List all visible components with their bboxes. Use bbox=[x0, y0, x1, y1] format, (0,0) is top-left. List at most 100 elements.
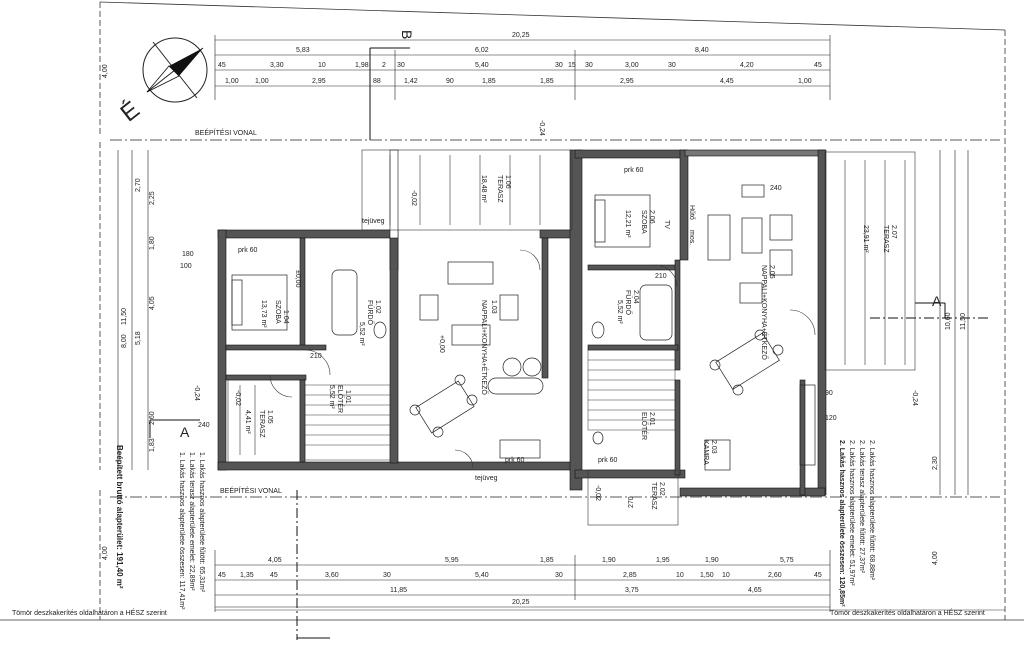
kitchen-island-left bbox=[487, 357, 544, 459]
svg-text:1,98: 1,98 bbox=[355, 62, 369, 69]
svg-text:2.07: 2.07 bbox=[890, 225, 897, 239]
dining-table-left-icon bbox=[409, 374, 478, 438]
svg-text:20,25: 20,25 bbox=[512, 32, 530, 39]
svg-text:BEÉPÍTÉSI VONAL: BEÉPÍTÉSI VONAL bbox=[220, 486, 282, 495]
kitchen-right bbox=[704, 384, 816, 471]
room-1-05: 1.05 TERASZ 4,41 m² bbox=[244, 410, 273, 438]
svg-text:5,40: 5,40 bbox=[475, 62, 489, 69]
svg-text:270: 270 bbox=[628, 496, 635, 508]
misc-labels: tejüveg tejüveg Hűtő mos. TV prk 60 prk … bbox=[180, 167, 837, 508]
room-1-06: 1.06 TERASZ 18,48 m² bbox=[480, 175, 511, 203]
svg-text:prk 60: prk 60 bbox=[598, 457, 618, 464]
svg-text:5,18: 5,18 bbox=[135, 331, 142, 345]
svg-text:1.06: 1.06 bbox=[504, 175, 511, 189]
svg-text:1. Lakás hasznos alapterülete: 1. Lakás hasznos alapterülete összesen: … bbox=[178, 452, 185, 610]
svg-text:FÜRDŐ: FÜRDŐ bbox=[624, 290, 633, 315]
room-2-07: 2.07 TERASZ 23,91 m² bbox=[862, 225, 897, 253]
svg-text:tejüveg: tejüveg bbox=[362, 218, 385, 225]
svg-text:KAMRA: KAMRA bbox=[702, 440, 709, 465]
svg-text:TERASZ: TERASZ bbox=[496, 175, 503, 203]
svg-text:20,25: 20,25 bbox=[512, 599, 530, 606]
svg-text:4,00: 4,00 bbox=[102, 546, 109, 560]
svg-text:-0,02: -0,02 bbox=[234, 390, 241, 406]
svg-text:FÜRDŐ: FÜRDŐ bbox=[366, 300, 375, 325]
svg-text:Beépített bruttó alapterület:: Beépített bruttó alapterület: 191,40 m² bbox=[115, 445, 124, 589]
svg-text:8,00: 8,00 bbox=[121, 334, 128, 348]
svg-text:30: 30 bbox=[555, 572, 563, 579]
svg-text:2: 2 bbox=[382, 62, 386, 69]
building-line-top: BEÉPÍTÉSI VONAL bbox=[110, 128, 1000, 141]
bottom-dim-row1: 4,05 5,95 1,85 1,90 1,95 1,90 5,75 bbox=[268, 557, 794, 564]
svg-text:13,73 m²: 13,73 m² bbox=[260, 300, 267, 328]
bathtub-left-icon bbox=[331, 269, 358, 336]
summary-right: 2. Lakás hasznos alapterülete fűtött: 68… bbox=[838, 440, 875, 607]
svg-text:1.04: 1.04 bbox=[282, 310, 289, 324]
svg-text:4,45: 4,45 bbox=[720, 78, 734, 85]
svg-text:Hűtő: Hűtő bbox=[688, 205, 695, 220]
svg-text:30: 30 bbox=[397, 62, 405, 69]
stairs-left bbox=[304, 384, 391, 461]
room-2-06: 2.06 SZOBA 12,21 m² bbox=[624, 210, 655, 238]
svg-text:-0,24: -0,24 bbox=[911, 390, 918, 406]
bottom-dim-row3: 11,85 3,75 4,65 bbox=[390, 587, 762, 594]
svg-text:-0,24: -0,24 bbox=[193, 385, 200, 401]
svg-text:2,70: 2,70 bbox=[135, 178, 142, 192]
svg-text:2. Lakás hasznos alapterülete: 2. Lakás hasznos alapterülete emelet: 51… bbox=[848, 440, 855, 586]
svg-text:1,85: 1,85 bbox=[540, 78, 554, 85]
svg-text:210: 210 bbox=[310, 353, 322, 360]
building-line-bottom: BEÉPÍTÉSI VONAL bbox=[110, 486, 1000, 498]
svg-text:3,75: 3,75 bbox=[625, 587, 639, 594]
terrace-right bbox=[824, 151, 916, 371]
svg-text:1,35: 1,35 bbox=[240, 572, 254, 579]
svg-text:2,95: 2,95 bbox=[312, 78, 326, 85]
bed-left-icon bbox=[231, 274, 288, 331]
svg-text:4,00: 4,00 bbox=[932, 551, 939, 565]
svg-text:prk 60: prk 60 bbox=[624, 167, 644, 174]
svg-text:2,95: 2,95 bbox=[620, 78, 634, 85]
svg-text:11,50: 11,50 bbox=[960, 313, 967, 330]
svg-text:1,95: 1,95 bbox=[656, 557, 670, 564]
bottom-dim-row4: 20,25 bbox=[512, 599, 530, 606]
svg-text:240: 240 bbox=[198, 422, 210, 429]
svg-text:1.01: 1.01 bbox=[344, 390, 351, 404]
sofa-left-icon bbox=[419, 261, 519, 346]
svg-text:90: 90 bbox=[825, 390, 833, 397]
svg-text:6,02: 6,02 bbox=[475, 47, 489, 54]
terrace-left-bottom bbox=[227, 379, 301, 463]
svg-text:10,60: 10,60 bbox=[945, 312, 952, 330]
svg-text:10: 10 bbox=[676, 572, 684, 579]
svg-text:2.06: 2.06 bbox=[648, 210, 655, 224]
door-swings bbox=[269, 249, 816, 469]
top-dim-row3: 45 3,30 10 1,98 2 30 5,40 30 15 30 3,00 … bbox=[218, 62, 822, 69]
svg-text:NAPPALI+KONYHA+ÉTKEZŐ: NAPPALI+KONYHA+ÉTKEZŐ bbox=[760, 265, 769, 360]
summary-left: 1. Lakás hasznos alapterülete fűtött: 65… bbox=[178, 452, 205, 610]
svg-text:30: 30 bbox=[555, 62, 563, 69]
svg-text:BEÉPÍTÉSI VONAL: BEÉPÍTÉSI VONAL bbox=[195, 128, 257, 137]
svg-text:2. Lakás hasznos alapterülete: 2. Lakás hasznos alapterülete fűtött: 68… bbox=[868, 440, 875, 581]
room-1-02: 1.02 FÜRDŐ 5,52 m² bbox=[358, 300, 381, 346]
svg-text:1,00: 1,00 bbox=[255, 78, 269, 85]
svg-text:11,85: 11,85 bbox=[390, 587, 407, 594]
svg-text:1,85: 1,85 bbox=[482, 78, 496, 85]
dining-table-right-icon bbox=[709, 329, 784, 396]
svg-text:NAPPALI+KONYHA+ÉTKEZŐ: NAPPALI+KONYHA+ÉTKEZŐ bbox=[480, 300, 489, 395]
svg-text:45: 45 bbox=[814, 572, 822, 579]
svg-text:4,05: 4,05 bbox=[268, 557, 282, 564]
svg-text:3,00: 3,00 bbox=[625, 62, 639, 69]
svg-text:prk 60: prk 60 bbox=[238, 247, 258, 254]
room-1-03: 1.03 NAPPALI+KONYHA+ÉTKEZŐ bbox=[480, 300, 497, 395]
right-dims: 10,60 11,50 2,30 4,00 bbox=[932, 312, 967, 565]
svg-text:2.05: 2.05 bbox=[768, 265, 775, 279]
svg-text:2.02: 2.02 bbox=[658, 482, 665, 496]
svg-text:Tömör deszkakerítés oldalhatár: Tömör deszkakerítés oldalhatáron a HÉSZ … bbox=[830, 608, 985, 617]
svg-text:1,90: 1,90 bbox=[602, 557, 616, 564]
svg-text:90: 90 bbox=[446, 78, 454, 85]
svg-text:5,40: 5,40 bbox=[475, 572, 489, 579]
north-label: É bbox=[116, 96, 145, 127]
svg-text:45: 45 bbox=[270, 572, 278, 579]
svg-text:2. Lakás terasz alapterülete f: 2. Lakás terasz alapterülete fűtött: 27,… bbox=[858, 440, 865, 574]
room-2-05: 2.05 NAPPALI+KONYHA+ÉTKEZŐ bbox=[760, 265, 775, 360]
left-dimension-lines bbox=[117, 150, 149, 470]
svg-text:1. Lakás hasznos alapterülete: 1. Lakás hasznos alapterülete fűtött: 65… bbox=[198, 452, 205, 593]
